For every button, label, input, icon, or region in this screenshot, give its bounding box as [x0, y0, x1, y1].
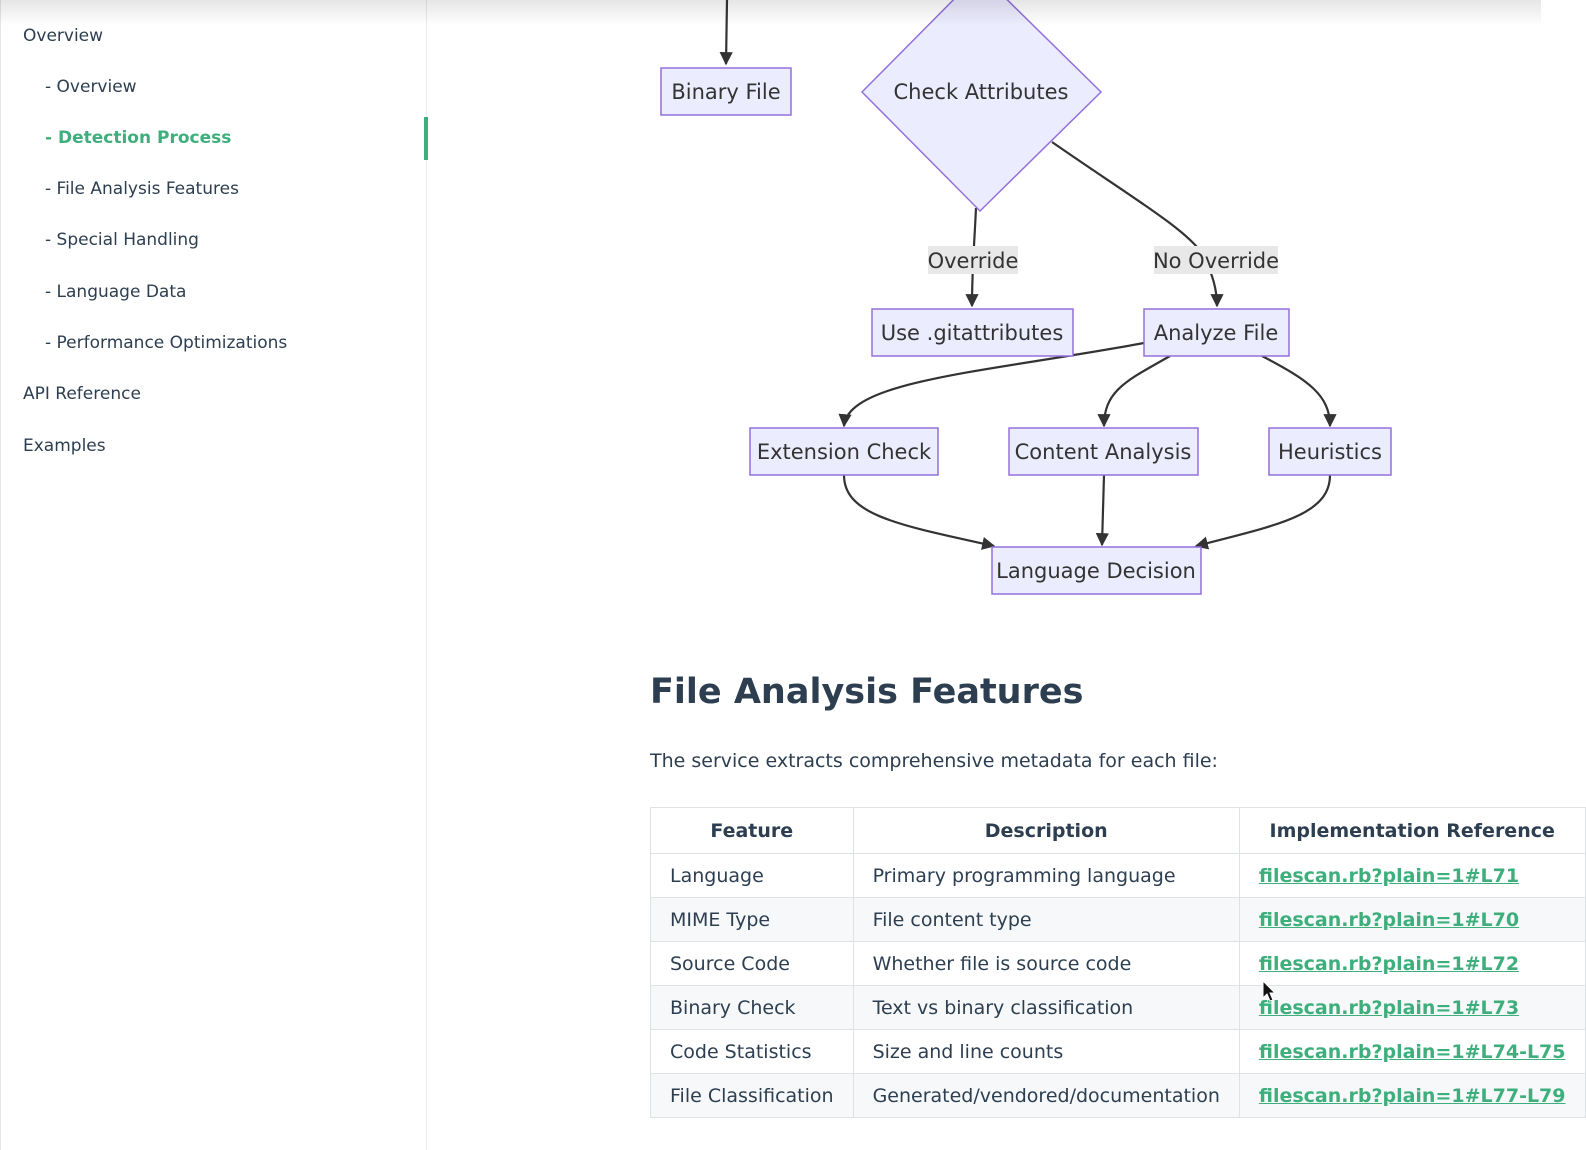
node-use-gitattributes: Use .gitattributes: [871, 308, 1074, 357]
cell-description: Whether file is source code: [852, 941, 1240, 986]
cell-feature: Code Statistics: [650, 1029, 854, 1074]
svg-text:Language Decision: Language Decision: [996, 559, 1196, 583]
table-row: Source Code Whether file is source code …: [650, 941, 1586, 986]
node-extension-check: Extension Check: [749, 427, 939, 476]
node-content-analysis: Content Analysis: [1008, 427, 1199, 476]
sidebar-item-detection-process[interactable]: - Detection Process: [45, 128, 232, 148]
svg-text:Binary File: Binary File: [671, 80, 780, 104]
mouse-cursor-icon: [1262, 979, 1277, 1002]
cell-feature: File Classification: [650, 1073, 854, 1118]
reference-link[interactable]: filescan.rb?plain=1#L71: [1258, 864, 1520, 887]
svg-text:Content Analysis: Content Analysis: [1015, 440, 1192, 464]
sidebar: Overview - Overview - Detection Process …: [0, 0, 428, 1150]
cell-feature: Binary Check: [650, 985, 854, 1030]
section-title: File Analysis Features: [650, 672, 1084, 712]
edge-content-to-decision: [1095, 474, 1109, 547]
svg-text:Use .gitattributes: Use .gitattributes: [881, 321, 1064, 345]
table-row: Binary Check Text vs binary classificati…: [650, 985, 1586, 1030]
edge-analyze-to-heuristics: [1261, 355, 1337, 428]
svg-text:Override: Override: [928, 249, 1019, 273]
reference-link[interactable]: filescan.rb?plain=1#L73: [1258, 996, 1520, 1019]
node-check-attributes: Check Attributes: [860, 0, 1103, 213]
table-row: Language Primary programming language fi…: [650, 853, 1586, 898]
svg-text:Extension Check: Extension Check: [757, 440, 932, 464]
header-implementation-reference: Implementation Reference: [1238, 807, 1586, 854]
node-heuristics: Heuristics: [1268, 427, 1392, 476]
edge-label-override: Override: [928, 246, 1019, 274]
edge-label-no-override: No Override: [1153, 246, 1279, 274]
cell-description: File content type: [852, 897, 1240, 942]
table-row: File Classification Generated/vendored/d…: [650, 1073, 1586, 1118]
sidebar-item-performance-optimizations[interactable]: - Performance Optimizations: [45, 333, 288, 353]
sidebar-item-overview-sub[interactable]: - Overview: [45, 77, 137, 97]
sidebar-item-overview[interactable]: Overview: [23, 26, 104, 46]
header-feature: Feature: [650, 807, 854, 854]
cell-description: Size and line counts: [852, 1029, 1240, 1074]
cell-feature: Language: [650, 853, 854, 898]
sidebar-item-special-handling[interactable]: - Special Handling: [45, 230, 199, 250]
edge-extension-to-decision: [842, 474, 996, 550]
header-description: Description: [852, 807, 1240, 854]
section-intro: The service extracts comprehensive metad…: [650, 750, 1218, 772]
reference-link[interactable]: filescan.rb?plain=1#L72: [1258, 952, 1520, 975]
svg-text:Heuristics: Heuristics: [1278, 440, 1382, 464]
active-indicator: [424, 117, 428, 160]
table-header-row: Feature Description Implementation Refer…: [650, 807, 1586, 854]
node-language-decision: Language Decision: [991, 546, 1202, 595]
edge-analyze-to-extension: [838, 341, 1145, 428]
svg-text:Analyze File: Analyze File: [1154, 321, 1279, 345]
svg-text:Check Attributes: Check Attributes: [894, 80, 1069, 104]
cell-feature: MIME Type: [650, 897, 854, 942]
edge-heuristics-to-decision: [1194, 474, 1332, 550]
reference-link[interactable]: filescan.rb?plain=1#L77-L79: [1258, 1084, 1566, 1107]
sidebar-item-examples[interactable]: Examples: [23, 436, 106, 456]
cell-description: Text vs binary classification: [852, 985, 1240, 1030]
sidebar-item-api-reference[interactable]: API Reference: [23, 384, 141, 404]
edge-to-binary-file: [719, 0, 733, 66]
sidebar-item-file-analysis-features[interactable]: - File Analysis Features: [45, 179, 239, 199]
cell-description: Generated/vendored/documentation: [852, 1073, 1240, 1118]
features-table: Feature Description Implementation Refer…: [650, 807, 1586, 1118]
node-analyze-file: Analyze File: [1143, 308, 1290, 357]
main-content: Override No Override Binary File Check A…: [428, 0, 1586, 1150]
reference-link[interactable]: filescan.rb?plain=1#L70: [1258, 908, 1520, 931]
edge-analyze-to-content: [1097, 355, 1171, 428]
svg-text:No Override: No Override: [1153, 249, 1279, 273]
sidebar-item-language-data[interactable]: - Language Data: [45, 282, 187, 302]
flowchart-diagram: Override No Override Binary File Check A…: [660, 0, 1392, 595]
table-row: MIME Type File content type filescan.rb?…: [650, 897, 1586, 942]
table-row: Code Statistics Size and line counts fil…: [650, 1029, 1586, 1074]
cell-description: Primary programming language: [852, 853, 1240, 898]
cell-feature: Source Code: [650, 941, 854, 986]
reference-link[interactable]: filescan.rb?plain=1#L74-L75: [1258, 1040, 1566, 1063]
edge-no-override: [1051, 141, 1224, 308]
node-binary-file: Binary File: [660, 67, 792, 116]
